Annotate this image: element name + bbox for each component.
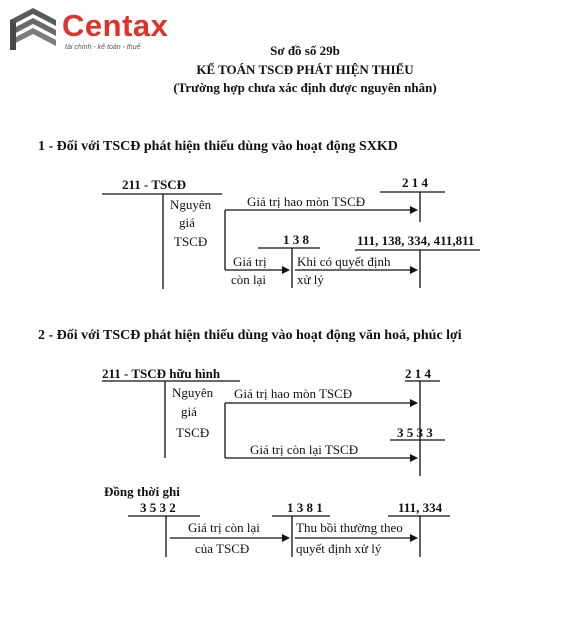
flow-hao-mon-s2: Giá trị hao mòn TSCĐ [234,386,353,401]
logo-brand: Centax [62,8,169,43]
label-nguyen: Nguyên [170,197,212,212]
flow-thu-1: Thu bồi thường theo [296,520,403,535]
logo-tagline: tài chính - kế toán - thuế [65,44,141,51]
account-1381: 1 3 8 1 [287,500,323,515]
flow-gtcl-1: Giá trị còn lại [188,520,260,535]
account-3533: 3 5 3 3 [397,425,433,440]
diagram-subtitle: KẾ TOÁN TSCĐ PHÁT HIỆN THIẾU [196,62,414,77]
section1-heading: 1 - Đối với TSCĐ phát hiện thiếu dùng và… [38,139,398,154]
flow-khi-co: Khi có quyết định [297,254,391,269]
flow-gtcl-2: của TSCĐ [195,541,250,556]
flow-con-lai: còn lại [231,272,267,287]
flow-con-lai-s2: Giá trị còn lại TSCĐ [250,442,359,457]
label-gia: giá [179,215,195,230]
diagram-title: Sơ đồ số 29b [270,43,340,58]
label-nguyen-s2: Nguyên [172,385,214,400]
account-211-huu-hinh: 211 - TSCĐ hữu hình [102,366,221,381]
flow-hao-mon: Giá trị hao mòn TSCĐ [247,194,366,209]
label-gia-s2: giá [181,404,197,419]
account-138: 1 3 8 [283,232,309,247]
account-211: 211 - TSCĐ [122,177,187,192]
logo-mark-icon [10,8,56,50]
flow-gia-tri: Giá trị [233,254,267,269]
account-3532: 3 5 3 2 [140,500,176,515]
logo: Centax tài chính - kế toán - thuế [8,4,178,56]
account-111-334: 111, 334 [398,500,443,515]
diagram-note: (Trường hợp chưa xác định được nguyên nh… [173,80,437,95]
label-tscd-s2: TSCĐ [176,425,210,440]
label-tscd: TSCĐ [174,234,208,249]
account-214-s2: 2 1 4 [405,366,431,381]
dong-thoi-ghi: Đồng thời ghi [104,484,180,499]
section2-heading: 2 - Đối với TSCĐ phát hiện thiếu dùng và… [38,328,462,343]
account-multi: 111, 138, 334, 411,811 [357,233,475,248]
flow-thu-2: quyết định xử lý [296,541,382,556]
account-214: 2 1 4 [402,175,428,190]
flow-xu-ly: xử lý [297,272,324,287]
